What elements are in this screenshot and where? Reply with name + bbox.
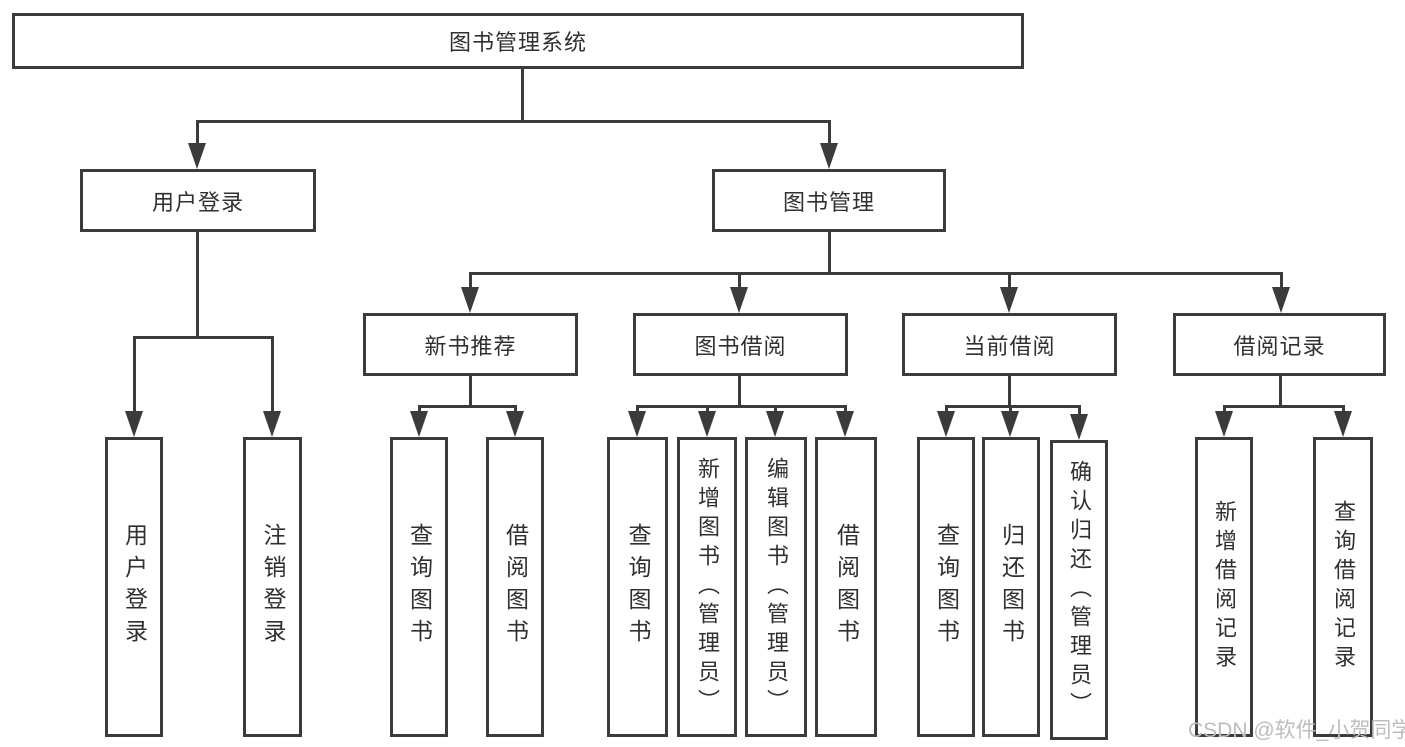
arrow-down-icon bbox=[188, 143, 206, 169]
leaf-borrow-books-2-label: 借阅图书 bbox=[833, 523, 860, 651]
arrow-down-icon bbox=[698, 411, 716, 437]
leaf-return-books-label: 归还图书 bbox=[998, 523, 1025, 651]
arrow-down-icon bbox=[506, 411, 524, 437]
connector-line bbox=[636, 405, 639, 415]
arrow-down-icon bbox=[1334, 411, 1352, 437]
connector-line bbox=[1280, 272, 1283, 290]
connector-line bbox=[469, 272, 1283, 275]
csdn-watermark: CSDN @软件_小贺同学 bbox=[1188, 719, 1405, 742]
leaf-confirm-return-admin-label: 确认归还（管理员） bbox=[1067, 459, 1092, 721]
arrow-down-icon bbox=[1215, 411, 1233, 437]
node-new-book-recommend: 新书推荐 bbox=[363, 313, 578, 376]
connector-line bbox=[196, 232, 199, 339]
connector-line bbox=[133, 336, 274, 339]
connector-line bbox=[133, 336, 136, 414]
connector-line bbox=[945, 405, 948, 415]
connector-line bbox=[738, 272, 741, 290]
node-current-borrow: 当前借阅 bbox=[902, 313, 1117, 376]
connector-line bbox=[738, 376, 741, 408]
connector-line bbox=[1342, 405, 1345, 415]
leaf-add-books-admin: 新增图书（管理员） bbox=[677, 437, 737, 737]
leaf-add-borrow-record: 新增借阅记录 bbox=[1195, 437, 1253, 737]
connector-line bbox=[828, 120, 831, 147]
arrow-down-icon bbox=[766, 411, 784, 437]
leaf-borrow-books-1: 借阅图书 bbox=[486, 437, 544, 737]
connector-line bbox=[1223, 405, 1226, 415]
connector-line bbox=[521, 69, 524, 122]
node-root-label: 图书管理系统 bbox=[448, 30, 587, 55]
leaf-query-books-3: 查询图书 bbox=[917, 437, 975, 737]
arrow-down-icon bbox=[730, 287, 748, 313]
leaf-query-books-2: 查询图书 bbox=[607, 437, 668, 737]
leaf-borrow-books-1-label: 借阅图书 bbox=[502, 523, 529, 651]
connector-line bbox=[469, 376, 472, 408]
node-user-login: 用户登录 bbox=[80, 169, 316, 232]
connector-line bbox=[1279, 376, 1282, 408]
leaf-query-books-2-label: 查询图书 bbox=[625, 523, 651, 651]
leaf-edit-books-admin-label: 编辑图书（管理员） bbox=[764, 456, 789, 718]
arrow-down-icon bbox=[628, 411, 646, 437]
node-book-borrow-label: 图书借阅 bbox=[694, 333, 787, 359]
node-book-borrow: 图书借阅 bbox=[633, 313, 848, 376]
leaf-user-login-label: 用户登录 bbox=[121, 523, 148, 651]
node-borrow-records-label: 借阅记录 bbox=[1233, 333, 1326, 359]
connector-line bbox=[514, 405, 517, 415]
connector-line bbox=[469, 272, 472, 290]
connector-line bbox=[706, 405, 709, 415]
node-borrow-records: 借阅记录 bbox=[1173, 313, 1386, 376]
connector-line bbox=[1078, 405, 1081, 417]
leaf-query-books-3-label: 查询图书 bbox=[933, 523, 960, 651]
arrow-down-icon bbox=[1272, 287, 1290, 313]
arrow-down-icon bbox=[1070, 414, 1088, 440]
connector-line bbox=[1008, 376, 1011, 408]
connector-line bbox=[271, 336, 274, 414]
arrow-down-icon bbox=[937, 411, 955, 437]
node-new-book-recommend-label: 新书推荐 bbox=[424, 333, 517, 359]
leaf-return-books: 归还图书 bbox=[982, 437, 1040, 737]
arrow-down-icon bbox=[1001, 411, 1019, 437]
leaf-confirm-return-admin: 确认归还（管理员） bbox=[1050, 440, 1108, 740]
arrow-down-icon bbox=[263, 411, 281, 437]
connector-line bbox=[945, 405, 1081, 408]
leaf-add-borrow-record-label: 新增借阅记录 bbox=[1212, 500, 1237, 674]
arrow-down-icon bbox=[820, 143, 838, 169]
connector-line bbox=[774, 405, 777, 415]
node-book-management-label: 图书管理 bbox=[782, 189, 875, 215]
leaf-add-books-admin-label: 新增图书（管理员） bbox=[695, 456, 720, 718]
connector-line bbox=[196, 120, 831, 123]
connector-line bbox=[844, 405, 847, 415]
connector-line bbox=[1009, 405, 1012, 415]
leaf-query-books-1: 查询图书 bbox=[390, 437, 448, 737]
connector-line bbox=[1008, 272, 1011, 290]
connector-line bbox=[418, 405, 421, 415]
arrow-down-icon bbox=[836, 411, 854, 437]
leaf-borrow-books-2: 借阅图书 bbox=[815, 437, 877, 737]
connector-line bbox=[828, 232, 831, 275]
leaf-query-borrow-record-label: 查询借阅记录 bbox=[1331, 500, 1356, 674]
connector-line bbox=[1223, 405, 1345, 408]
arrow-down-icon bbox=[410, 411, 428, 437]
node-current-borrow-label: 当前借阅 bbox=[963, 333, 1056, 359]
arrow-down-icon bbox=[461, 287, 479, 313]
leaf-logout-label: 注销登录 bbox=[260, 523, 286, 651]
leaf-user-login: 用户登录 bbox=[105, 437, 163, 737]
leaf-edit-books-admin: 编辑图书（管理员） bbox=[745, 437, 807, 737]
node-root: 图书管理系统 bbox=[12, 13, 1024, 69]
leaf-query-books-1-label: 查询图书 bbox=[406, 523, 433, 651]
arrow-down-icon bbox=[125, 411, 143, 437]
node-user-login-label: 用户登录 bbox=[151, 189, 244, 215]
leaf-query-borrow-record: 查询借阅记录 bbox=[1313, 437, 1373, 737]
connector-line bbox=[418, 405, 517, 408]
leaf-logout: 注销登录 bbox=[243, 437, 302, 737]
arrow-down-icon bbox=[1000, 287, 1018, 313]
connector-line bbox=[196, 120, 199, 147]
connector-line bbox=[636, 405, 847, 408]
node-book-management: 图书管理 bbox=[712, 169, 946, 232]
